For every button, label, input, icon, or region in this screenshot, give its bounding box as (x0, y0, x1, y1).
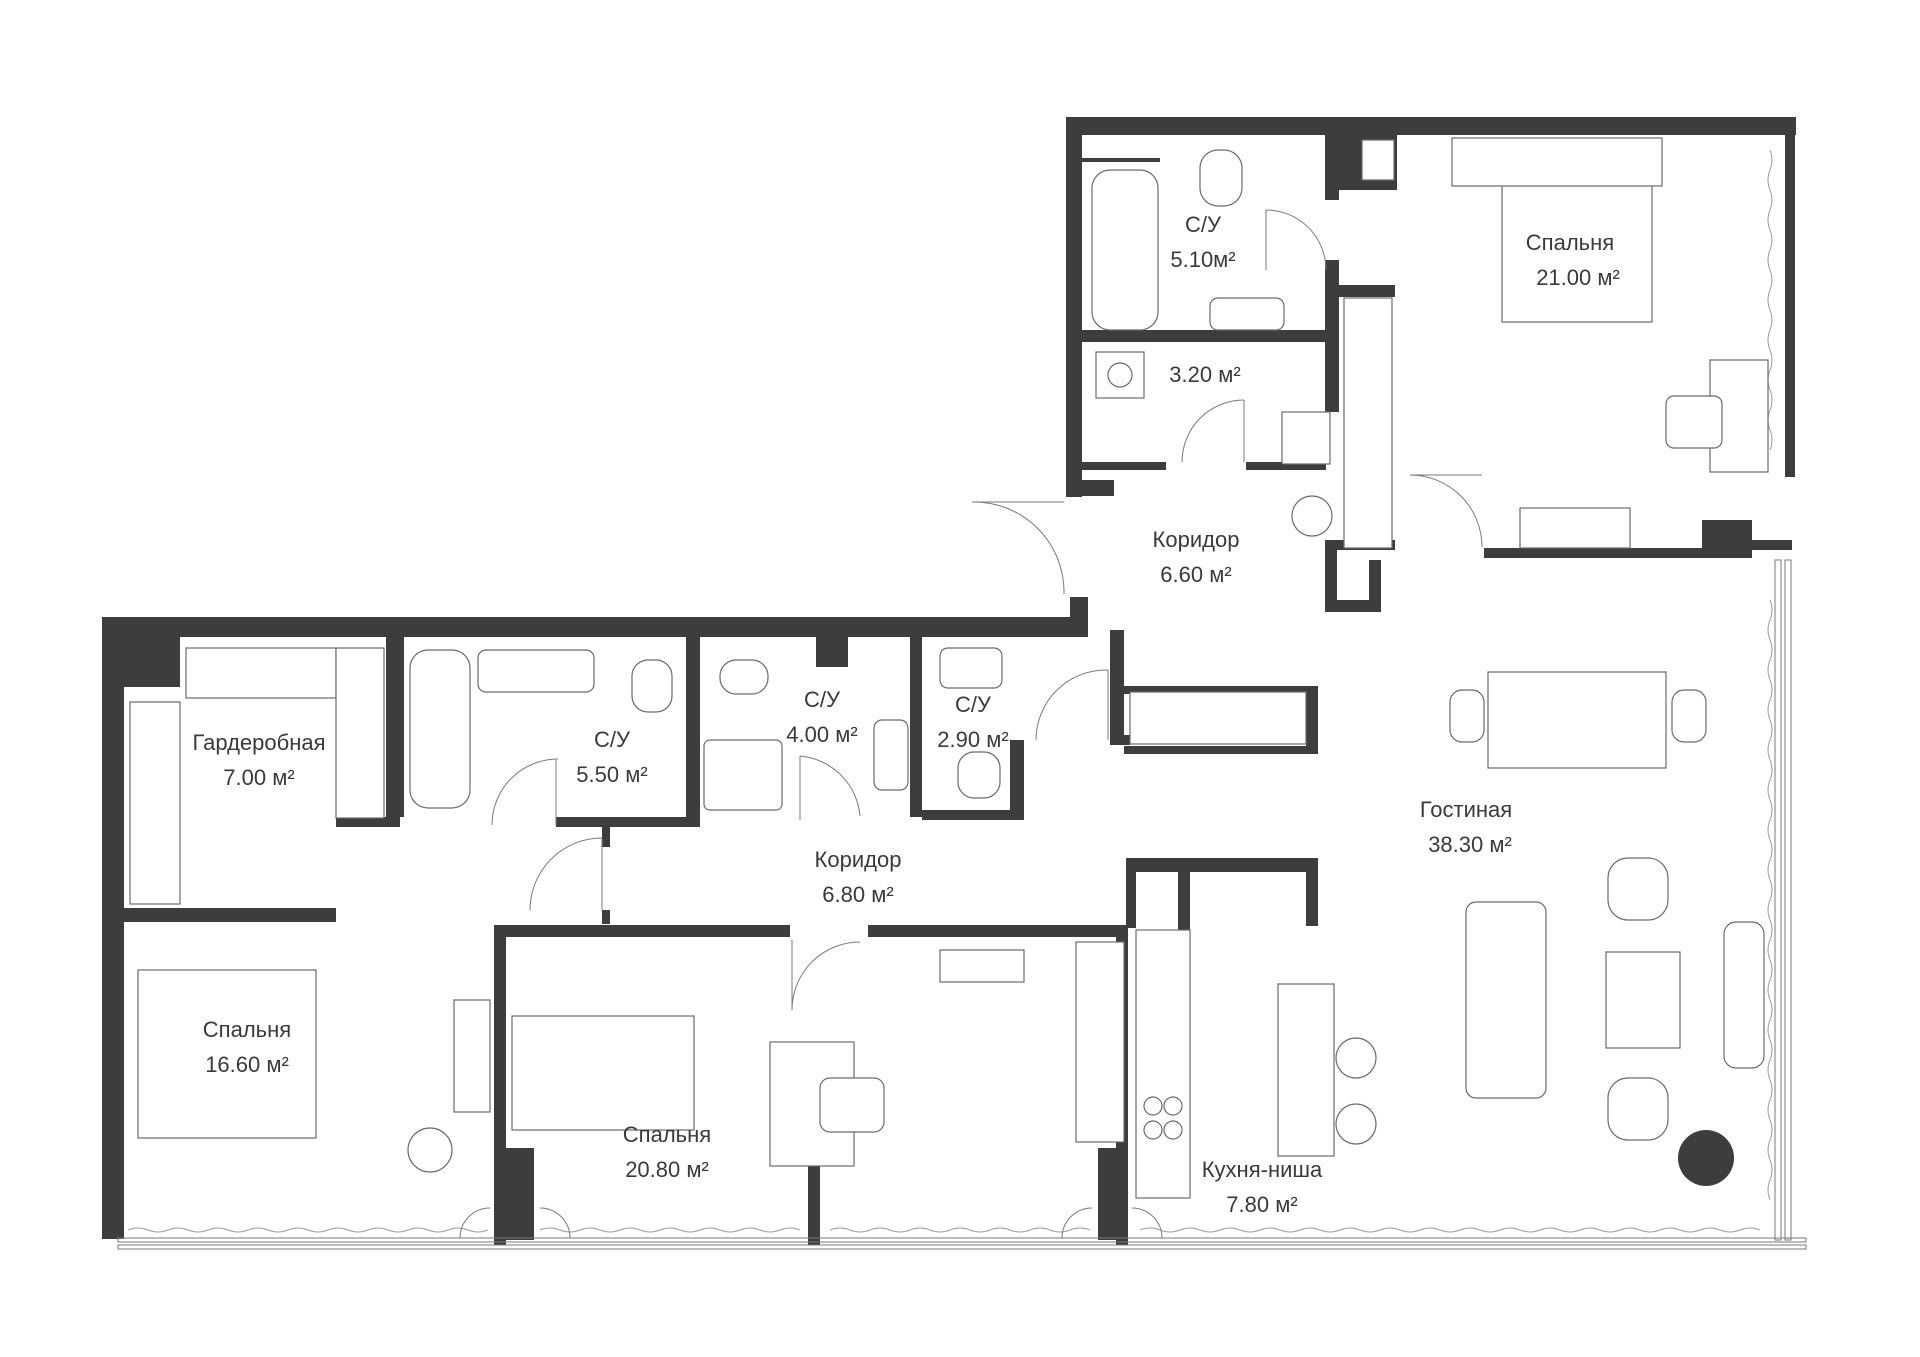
room-name-wardrobe: Гардеробная (192, 730, 325, 755)
room-area-living: 38.30 м² (1428, 832, 1512, 857)
room-name-corridor-mid: Коридор (815, 847, 902, 872)
dining-table-icon (1449, 671, 1707, 769)
room-area-kitchen: 7.80 м² (1226, 1192, 1297, 1217)
room-labels: С/У 5.10м² 3.20 м² Спальня 21.00 м² Кори… (192, 212, 1619, 1217)
bathtub-icon (409, 169, 1159, 809)
room-name-bedroom-top: Спальня (1526, 230, 1614, 255)
toilet-icon (631, 149, 1243, 799)
room-name-corridor-top: Коридор (1153, 527, 1240, 552)
sink-icon (477, 297, 1285, 811)
room-name-bedroom-left: Спальня (203, 1017, 291, 1042)
room-name-bedroom-mid: Спальня (623, 1122, 711, 1147)
desk-icon (453, 359, 1769, 1167)
kitchen-island (1277, 983, 1335, 1157)
hanger-icon (129, 139, 1395, 1143)
room-area-bath-a: 5.50 м² (576, 762, 647, 787)
room-name-bath-top: С/У (1185, 212, 1222, 237)
room-area-bedroom-top: 21.00 м² (1536, 265, 1620, 290)
room-area-bedroom-mid: 20.80 м² (625, 1157, 709, 1182)
room-area-bath-b: 4.00 м² (786, 722, 857, 747)
room-name-bath-c: С/У (955, 692, 992, 717)
chair-icon (819, 395, 1723, 1145)
room-area-bedroom-left: 16.60 м² (205, 1052, 289, 1077)
bed-icon (137, 137, 1663, 1139)
room-area-bath-c: 2.90 м² (937, 727, 1008, 752)
stove-icon (1135, 929, 1191, 1199)
washing-machine-icon (1095, 351, 1145, 399)
room-area-laundry: 3.20 м² (1169, 362, 1240, 387)
room-area-wardrobe: 7.00 м² (223, 765, 294, 790)
sofa-icon (1465, 901, 1765, 1099)
room-name-living: Гостиная (1420, 797, 1512, 822)
curtains (127, 149, 1773, 1233)
room-area-corridor-mid: 6.80 м² (822, 882, 893, 907)
room-area-bath-top: 5.10м² (1170, 247, 1235, 272)
room-name-bath-a: С/У (594, 727, 631, 752)
room-name-kitchen: Кухня-ниша (1202, 1157, 1323, 1182)
room-area-corridor-top: 6.60 м² (1160, 562, 1231, 587)
doors (459, 209, 1483, 1239)
room-name-bath-b: С/У (804, 687, 841, 712)
plant-icon (407, 495, 1734, 1186)
